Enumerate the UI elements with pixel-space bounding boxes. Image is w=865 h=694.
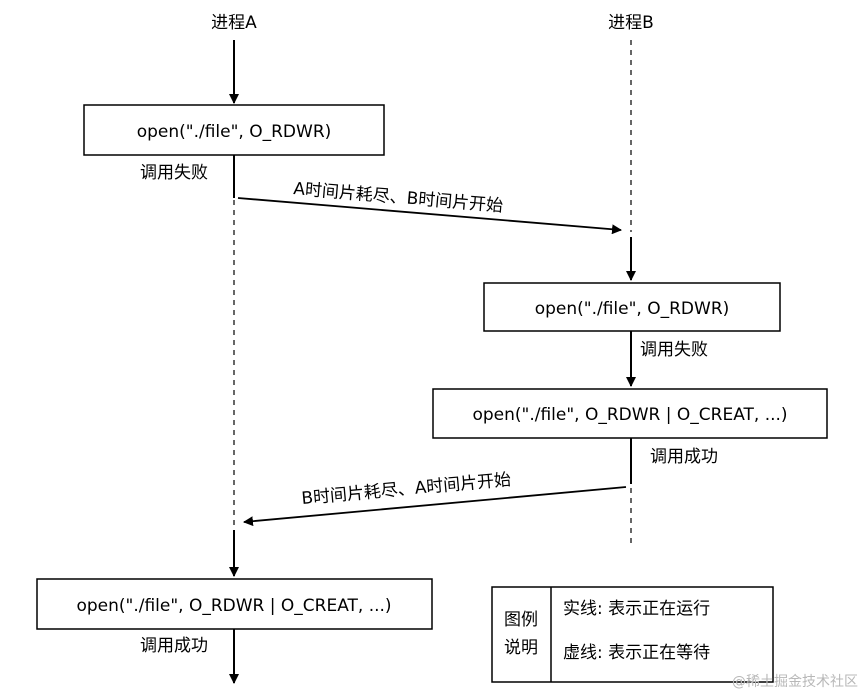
switch-b-to-a-label: B时间片耗尽、A时间片开始 xyxy=(301,470,512,509)
process-a-fail-label: 调用失败 xyxy=(140,163,208,183)
process-a-open-creat-text: open("./file", O_RDWR | O_CREAT, ...) xyxy=(76,596,391,616)
process-b-open-creat-text: open("./file", O_RDWR | O_CREAT, ...) xyxy=(472,405,787,425)
process-b-open-rdwr-text: open("./file", O_RDWR) xyxy=(535,299,730,319)
legend-dashed-line-desc: 虚线: 表示正在等待 xyxy=(563,643,710,663)
process-a-title: 进程A xyxy=(211,13,257,33)
process-b-open-creat-box xyxy=(432,388,828,439)
process-b-open-rdwr-box xyxy=(483,282,781,332)
legend-solid-line-desc: 实线: 表示正在运行 xyxy=(563,599,710,619)
switch-a-to-b-arrow xyxy=(237,197,622,235)
legend-title-line1: 图例 xyxy=(504,610,538,630)
process-b-title: 进程B xyxy=(608,13,654,33)
legend: 图例 说明 实线: 表示正在运行 虚线: 表示正在等待 xyxy=(491,586,774,683)
process-b-fail-label: 调用失败 xyxy=(640,340,708,360)
legend-title-line2: 说明 xyxy=(504,638,538,658)
process-a-success-label: 调用成功 xyxy=(140,636,208,656)
watermark: @稀土掘金技术社区 xyxy=(732,674,858,690)
legend-frame xyxy=(491,586,774,683)
switch-b-to-a-arrow xyxy=(243,486,627,527)
process-a-open-rdwr-text: open("./file", O_RDWR) xyxy=(137,122,332,142)
process-a-open-creat-box xyxy=(36,578,433,630)
process-b-success-label: 调用成功 xyxy=(650,447,718,467)
